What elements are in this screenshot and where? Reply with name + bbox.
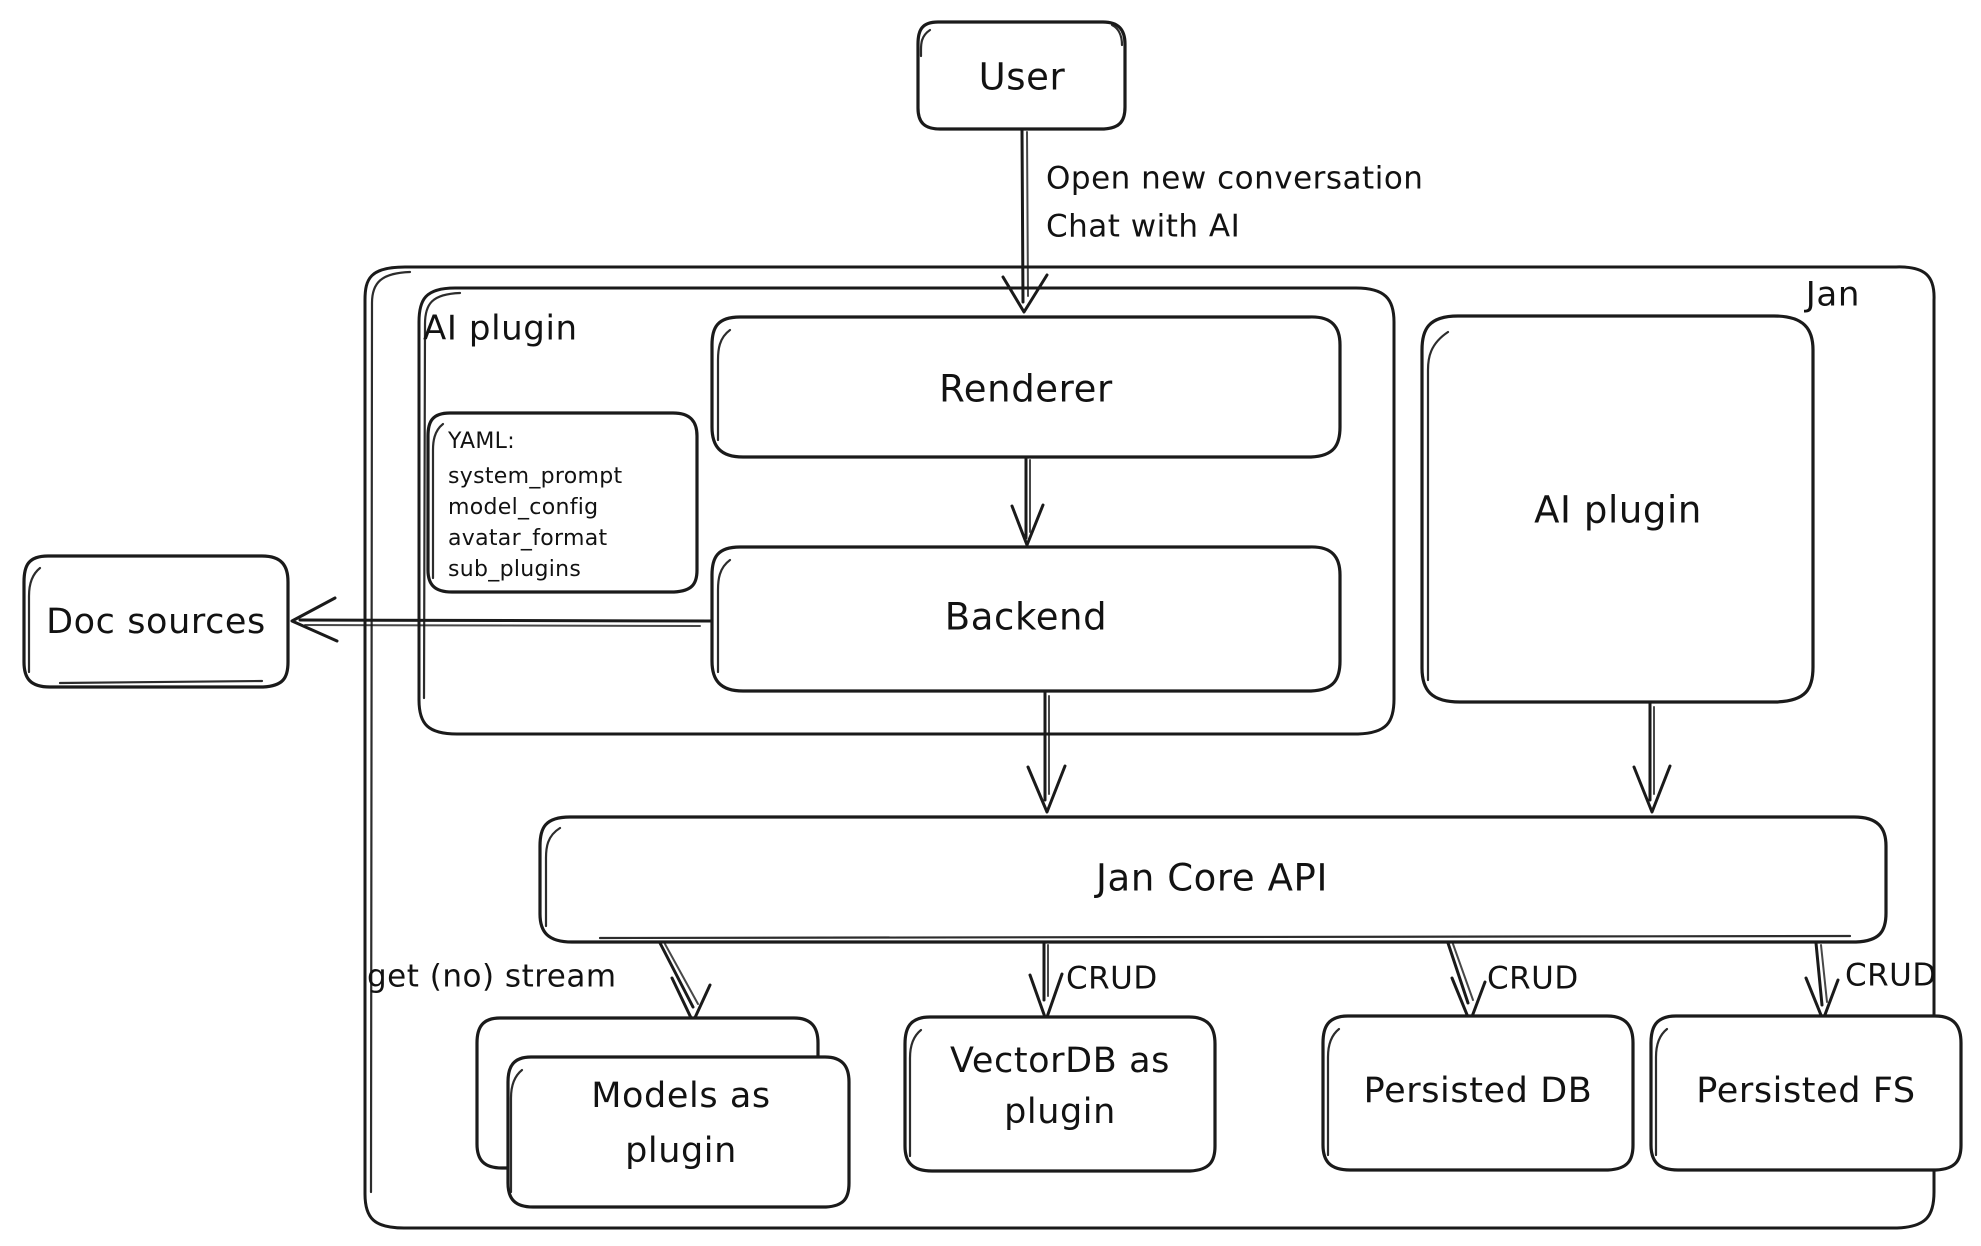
node-backend-label: Backend (945, 596, 1107, 639)
node-user[interactable]: User (916, 20, 1127, 131)
node-user-label: User (979, 56, 1066, 99)
node-persisted-fs-label: Persisted FS (1696, 1071, 1916, 1111)
yaml-item-3: sub_plugins (448, 557, 581, 582)
node-jan-core-api[interactable]: Jan Core API (538, 815, 1888, 944)
edge-user-to-renderer-label-line2: Chat with AI (1046, 209, 1240, 245)
container-jan-label: Jan (1804, 275, 1860, 315)
node-renderer[interactable]: Renderer (710, 315, 1342, 459)
node-vectordb-plugin-label-line2: plugin (1004, 1092, 1116, 1132)
edge-core-api-to-persisted-fs: CRUD (1804, 941, 1937, 1022)
yaml-item-1: model_config (448, 495, 598, 520)
node-vectordb-plugin-label-line1: VectorDB as (950, 1041, 1170, 1081)
edge-backend-to-doc-sources (290, 596, 714, 643)
edge-core-api-to-persisted-fs-label: CRUD (1845, 958, 1937, 994)
node-models-plugin-label-line2: plugin (625, 1131, 737, 1171)
edge-core-api-to-persisted-db-label: CRUD (1487, 961, 1579, 997)
node-renderer-label: Renderer (939, 368, 1113, 411)
edge-backend-to-core-api (1026, 690, 1067, 814)
node-jan-core-api-label: Jan Core API (1094, 857, 1328, 900)
node-vectordb-plugin[interactable]: VectorDB as plugin (903, 1015, 1217, 1173)
edge-user-to-renderer: Open new conversation Chat with AI (1001, 128, 1423, 314)
node-yaml-config[interactable]: YAML: system_prompt model_config avatar_… (426, 411, 699, 594)
node-ai-plugin-panel-label: AI plugin (1534, 489, 1702, 532)
node-models-plugin[interactable]: Models as plugin (475, 1016, 851, 1209)
node-persisted-db[interactable]: Persisted DB (1321, 1014, 1635, 1172)
node-doc-sources-label: Doc sources (46, 602, 266, 642)
node-models-plugin-label-line1: Models as (591, 1076, 771, 1116)
yaml-item-2: avatar_format (448, 526, 608, 551)
node-doc-sources[interactable]: Doc sources (22, 554, 290, 689)
node-ai-plugin-panel[interactable]: AI plugin (1420, 314, 1815, 704)
node-backend[interactable]: Backend (710, 545, 1342, 693)
container-ai-plugin-group-label: AI plugin (423, 309, 578, 349)
edge-core-api-to-models-label: get (no) stream (367, 959, 617, 995)
edge-core-api-to-persisted-db: CRUD (1446, 941, 1579, 1024)
edge-user-to-renderer-label-line1: Open new conversation (1046, 161, 1423, 197)
yaml-header: YAML: (447, 429, 515, 454)
node-persisted-db-label: Persisted DB (1364, 1071, 1593, 1111)
edge-ai-plugin-to-core-api (1632, 701, 1672, 814)
edge-renderer-to-backend (1010, 456, 1045, 547)
edge-core-api-to-vectordb-label: CRUD (1066, 961, 1158, 997)
yaml-item-0: system_prompt (448, 464, 623, 489)
edge-core-api-to-vectordb: CRUD (1028, 941, 1158, 1022)
node-persisted-fs[interactable]: Persisted FS (1649, 1014, 1963, 1172)
edge-core-api-to-models: get (no) stream (367, 941, 712, 1024)
